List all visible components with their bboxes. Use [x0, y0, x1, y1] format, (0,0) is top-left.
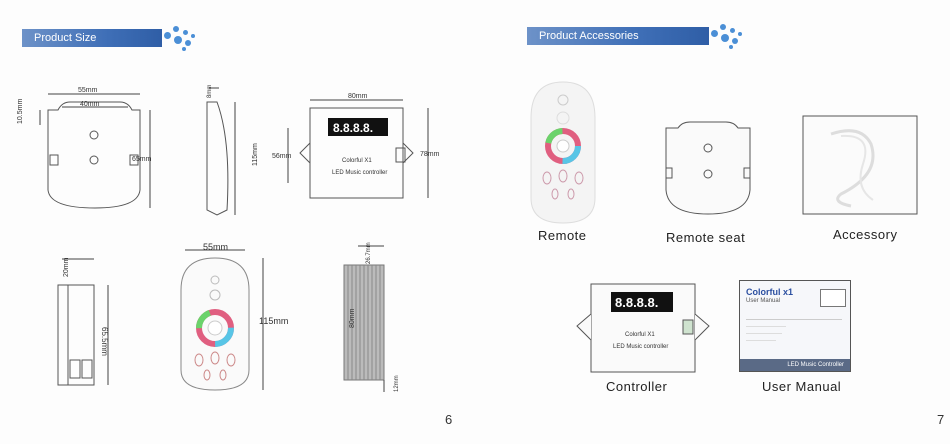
- caption-user-manual: User Manual: [762, 379, 842, 394]
- dim-55mm-a: 55mm: [78, 87, 98, 94]
- section-header-product-accessories: Product Accessories: [527, 27, 709, 45]
- caption-remote: Remote: [538, 228, 587, 243]
- controller-label-1: Colorful X1: [342, 158, 372, 164]
- page-number-right: 7: [937, 412, 945, 427]
- dim-12mm: 12mm: [394, 375, 400, 392]
- dim-78mm: 78mm: [420, 151, 440, 158]
- accessory-photo: [802, 115, 918, 215]
- remote-front-drawing: 55mm 115mm: [180, 242, 288, 391]
- page-number-left: 6: [445, 412, 453, 427]
- page-product-accessories: Product Accessories Remote Remote seat: [475, 0, 950, 444]
- remote-photo: [530, 81, 596, 224]
- dim-80mm-b: 80mm: [349, 308, 356, 328]
- dim-115mm-a: 115mm: [252, 143, 259, 166]
- svg-text:8.8.8.8.: 8.8.8.8.: [615, 295, 658, 310]
- dim-56mm: 56mm: [272, 153, 292, 160]
- controller-photo: 8.8.8.8. Colorful X1 LED Music controlle…: [576, 283, 710, 373]
- dim-80mm: 80mm: [348, 93, 368, 100]
- remote-seat-drawing: 55mm 40mm 10.5mm 65mm: [17, 87, 152, 209]
- controller-label-2: LED Music controller: [613, 344, 668, 350]
- dim-55mm-b: 55mm: [203, 242, 228, 252]
- remote-seat-photo: [665, 121, 751, 215]
- caption-accessory: Accessory: [833, 227, 898, 242]
- dim-115mm-b: 115mm: [259, 316, 288, 326]
- dim-8mm: 8mm: [207, 85, 213, 98]
- manual-feature-list: [746, 319, 842, 352]
- caption-controller: Controller: [606, 379, 668, 394]
- controller-side-drawing: 26.7mm 80mm 12mm: [343, 242, 400, 392]
- dim-40mm: 40mm: [80, 101, 100, 108]
- dim-10-5mm: 10.5mm: [17, 99, 24, 124]
- section-header-product-size: Product Size: [22, 29, 162, 47]
- remote-seat-side-drawing: 8mm 115mm: [206, 85, 259, 216]
- dim-65mm: 65mm: [132, 156, 152, 163]
- manual-footer: LED Music Controller: [740, 359, 850, 371]
- dim-65-5mm: 65.5mm: [100, 327, 109, 356]
- manual-controller-thumbnail: [820, 289, 846, 307]
- page-product-size: Product Size 55mm 40mm 10.5mm 65mm 8mm 1…: [17, 26, 453, 427]
- remote-side-drawing: 20mm 65.5mm: [57, 257, 109, 386]
- svg-text:8.8.8.8.: 8.8.8.8.: [333, 121, 373, 135]
- controller-label-2: LED Music controller: [332, 170, 387, 176]
- section-title: Product Size: [34, 32, 97, 44]
- controller-label-1: Colorful X1: [625, 332, 655, 338]
- dim-26-7mm: 26.7mm: [366, 242, 372, 264]
- dim-20mm: 20mm: [63, 257, 70, 277]
- section-title: Product Accessories: [539, 30, 639, 42]
- user-manual-photo: Colorful x1 User Manual LED Music Contro…: [739, 280, 851, 372]
- manual-title: Colorful x1: [746, 287, 794, 297]
- manual-subtitle: User Manual: [746, 298, 781, 304]
- caption-remote-seat: Remote seat: [666, 230, 746, 245]
- controller-dimension-drawing: 80mm 8.8.8.8. Colorful X1 LED Music cont…: [272, 93, 440, 199]
